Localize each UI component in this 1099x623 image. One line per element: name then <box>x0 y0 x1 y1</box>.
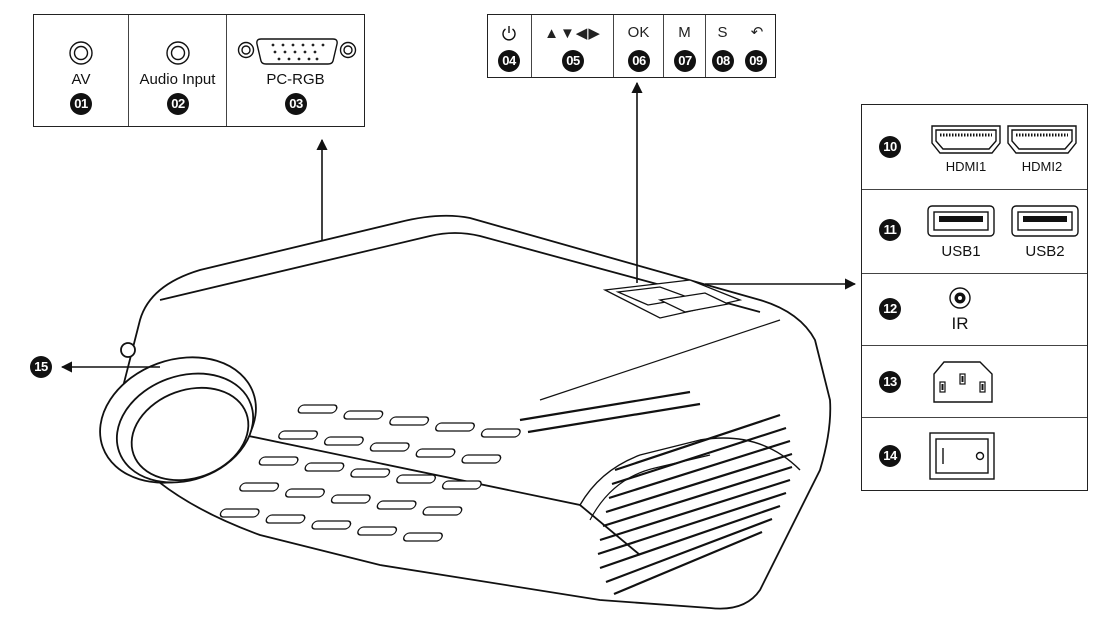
vga-port-icon <box>237 38 357 65</box>
lens-icon <box>99 342 257 484</box>
badge-11: 11 <box>879 219 901 241</box>
badge-05: 05 <box>562 50 584 72</box>
audio-input-cell: Audio Input 02 <box>128 15 226 126</box>
badge-10: 10 <box>879 136 901 158</box>
usb-port-icon <box>927 205 1079 237</box>
power-switch-row: 14 <box>862 417 1087 492</box>
side-vents <box>519 390 793 596</box>
back-button-cell: ↶ 09 <box>739 15 775 77</box>
power-switch-icon <box>929 432 995 480</box>
control-buttons-panel: 04 ▲▼◀▶ 05 OK 06 M 07 S 08 ↶ 09 <box>487 14 776 78</box>
av-label: AV <box>71 71 91 88</box>
power-socket-icon <box>933 361 993 403</box>
badge-02: 02 <box>167 93 189 115</box>
ir-sensor-icon <box>949 287 971 309</box>
callout-arrows <box>60 81 857 373</box>
badge-12: 12 <box>879 298 901 320</box>
badge-07: 07 <box>674 50 696 72</box>
menu-button-icon: M <box>678 24 691 41</box>
direction-buttons-cell: ▲▼◀▶ 05 <box>531 15 613 77</box>
power-icon <box>502 26 516 41</box>
rear-ports-panel: AV 01 Audio Input 02 PC-RGB 03 <box>33 14 365 127</box>
usb-row: 11 USB1 USB2 <box>862 189 1087 273</box>
av-port-cell: AV 01 <box>34 15 128 126</box>
front-vents <box>219 404 521 542</box>
pc-rgb-cell: PC-RGB 03 <box>226 15 364 126</box>
badge-06: 06 <box>628 50 650 72</box>
badge-03: 03 <box>285 93 307 115</box>
audio-input-label: Audio Input <box>139 71 216 88</box>
direction-arrows-icon: ▲▼◀▶ <box>544 25 601 42</box>
source-button-cell: S 08 <box>705 15 739 77</box>
source-button-icon: S <box>717 24 728 41</box>
badge-13: 13 <box>879 371 901 393</box>
audio-jack-icon <box>166 41 190 65</box>
badge-01: 01 <box>70 93 92 115</box>
projector-control-keys <box>602 279 743 319</box>
hdmi-row: 10 HDMI1 HDMI2 <box>862 105 1087 189</box>
power-socket-row: 13 <box>862 345 1087 417</box>
usb2-label: USB2 <box>1025 243 1065 260</box>
ok-button-icon: OK <box>627 24 650 41</box>
hdmi-port-icon <box>931 125 1077 154</box>
ok-button-cell: OK 06 <box>613 15 663 77</box>
badge-15: 15 <box>30 356 52 378</box>
badge-08: 08 <box>712 50 734 72</box>
hdmi1-label: HDMI1 <box>945 159 987 174</box>
pc-rgb-label: PC-RGB <box>266 71 325 88</box>
menu-button-cell: M 07 <box>663 15 705 77</box>
usb1-label: USB1 <box>941 243 981 260</box>
projector-body <box>111 214 832 610</box>
side-ports-panel: 10 HDMI1 HDMI2 11 USB1 USB2 12 IR <box>861 104 1088 491</box>
badge-14: 14 <box>879 445 901 467</box>
hdmi2-label: HDMI2 <box>1021 159 1063 174</box>
power-button-cell: 04 <box>488 15 531 77</box>
ir-row: 12 IR <box>862 273 1087 345</box>
ir-label: IR <box>951 314 969 333</box>
back-icon: ↶ <box>750 24 764 41</box>
badge-09: 09 <box>745 50 767 72</box>
badge-04: 04 <box>498 50 520 72</box>
rca-jack-icon <box>69 41 93 65</box>
